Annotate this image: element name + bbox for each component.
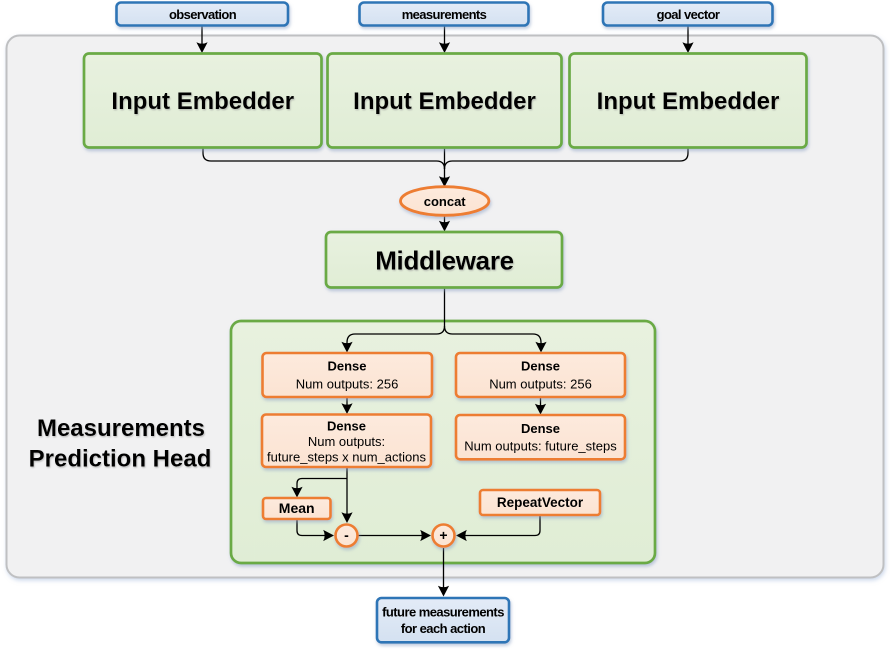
svg-text:Input Embedder: Input Embedder bbox=[353, 88, 536, 115]
svg-text:Middleware: Middleware bbox=[375, 246, 514, 276]
svg-text:Prediction Head: Prediction Head bbox=[29, 446, 212, 473]
svg-text:Num outputs:: Num outputs: bbox=[308, 434, 385, 449]
svg-text:future_steps x num_actions: future_steps x num_actions bbox=[267, 450, 426, 465]
svg-text:concat: concat bbox=[424, 194, 467, 209]
svg-text:Input Embedder: Input Embedder bbox=[597, 88, 780, 115]
svg-text:future measurements: future measurements bbox=[382, 605, 504, 620]
svg-text:measurements: measurements bbox=[402, 7, 487, 22]
svg-text:Dense: Dense bbox=[521, 359, 560, 374]
svg-text:Num outputs: future_steps: Num outputs: future_steps bbox=[464, 439, 617, 454]
svg-text:for each action: for each action bbox=[401, 621, 486, 636]
svg-text:Input Embedder: Input Embedder bbox=[111, 88, 294, 115]
svg-text:RepeatVector: RepeatVector bbox=[497, 495, 584, 510]
svg-text:Num outputs: 256: Num outputs: 256 bbox=[296, 377, 399, 392]
svg-text:Dense: Dense bbox=[521, 421, 560, 436]
svg-text:Measurements: Measurements bbox=[37, 415, 205, 442]
svg-text:Num outputs: 256: Num outputs: 256 bbox=[489, 377, 592, 392]
svg-text:goal vector: goal vector bbox=[657, 7, 720, 22]
svg-text:+: + bbox=[439, 527, 447, 543]
svg-text:Dense: Dense bbox=[327, 359, 366, 374]
svg-text:observation: observation bbox=[169, 7, 237, 22]
svg-text:Mean: Mean bbox=[279, 500, 315, 516]
svg-text:Dense: Dense bbox=[327, 419, 366, 434]
svg-text:-: - bbox=[344, 527, 349, 543]
